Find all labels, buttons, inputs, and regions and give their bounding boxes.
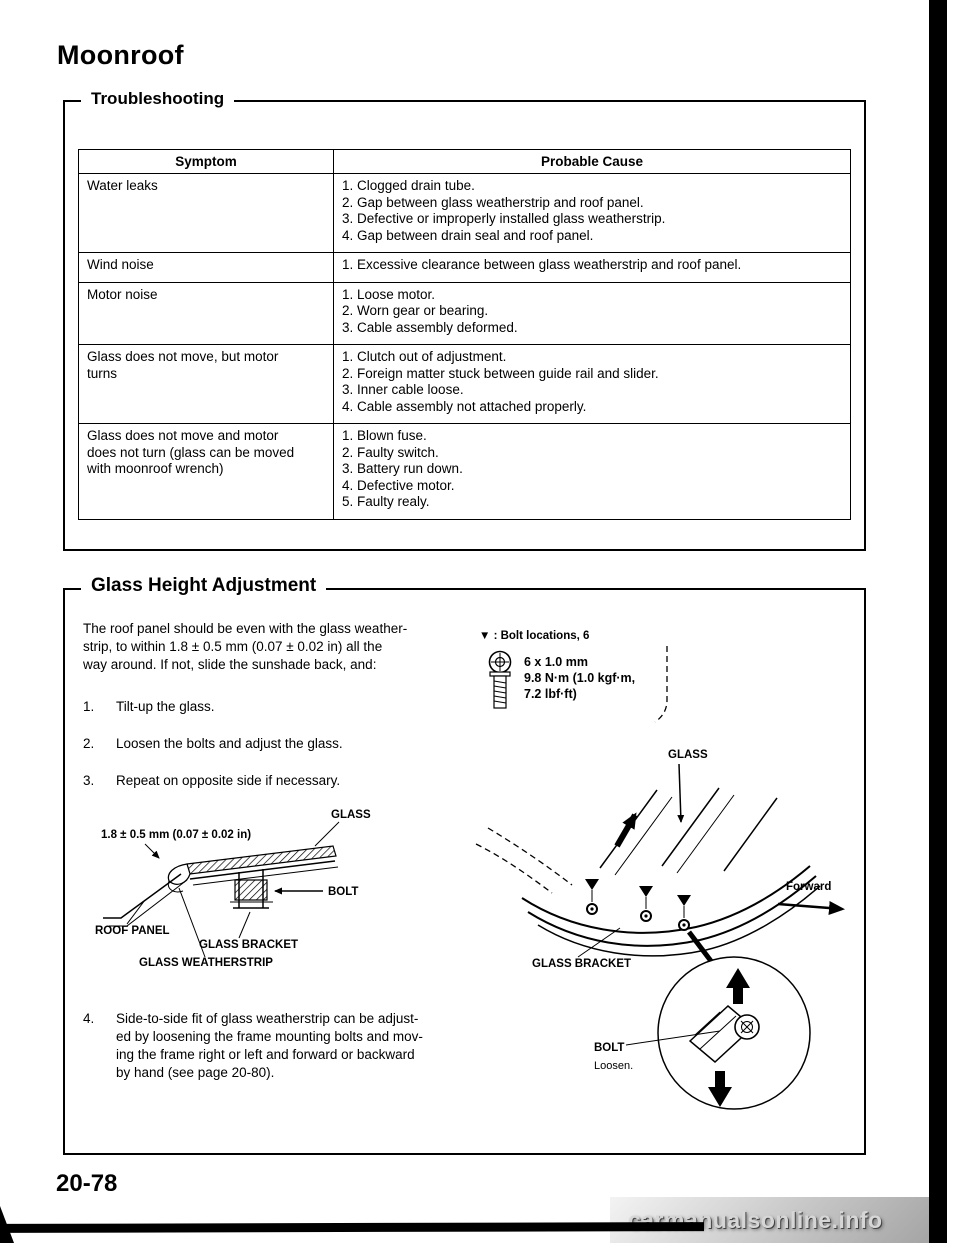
bolt-location-diagram: GLASS [475,749,845,1110]
step-text: Repeat on opposite side if necessary. [116,773,341,788]
rail-bolts [586,903,690,931]
watermark-band [610,1197,929,1243]
troubleshooting-section: Troubleshooting Symptom Probable Cause W… [63,89,866,551]
cause-cell: 1. Clutch out of adjustment. 2. Foreign … [333,344,851,424]
page-edge-bar [929,0,947,1243]
glass-label: GLASS [668,749,708,761]
roof-panel-label: ROOF PANEL [95,925,170,937]
bolt-leader-line [625,1030,721,1046]
table-row: Motor noise 1. Loose motor. 2. Worn gear… [78,281,851,345]
glass-bracket-label: GLASS BRACKET [199,939,298,951]
detail-inset [657,956,811,1110]
down-arrow-icon [708,1071,732,1107]
column-header-probable-cause: Probable Cause [333,149,851,174]
symptom-cell: Wind noise [78,252,334,283]
troubleshooting-heading: Troubleshooting [81,89,235,109]
bolt-label: BOLT [328,886,358,898]
loosen-label: Loosen. [594,1060,633,1072]
step-number: 4. [83,1011,95,1026]
bolt-locations-legend: ▼ : Bolt locations, 6 [479,630,590,642]
step-text: Loosen the bolts and adjust the glass. [116,736,343,751]
cause-cell: 1. Clogged drain tube. 2. Gap between gl… [333,173,851,253]
table-header-row: Symptom Probable Cause [78,149,851,174]
forward-label: Forward [786,881,831,893]
table-row: Glass does not move, but motor turns 1. … [78,344,851,424]
step-number: 3. [83,773,95,788]
tilt-direction-arrow [614,812,638,848]
glass-pointer-arrow [677,763,685,823]
dimension-arrow [144,843,160,859]
symptom-cell: Glass does not move and motor does not t… [78,423,334,520]
diagram-linework [103,821,340,958]
troubleshooting-table: Symptom Probable Cause Water leaks 1. Cl… [78,149,851,520]
page-number: 20-78 [56,1170,118,1197]
forward-arrow [777,901,845,915]
glass-height-heading: Glass Height Adjustment [81,575,327,597]
table-row: Glass does not move and motor does not t… [78,423,851,520]
step-item: 3. Repeat on opposite side if necessary. [83,772,457,790]
bolt-drawing [488,650,512,709]
height-dimension-label: 1.8 ± 0.5 mm (0.07 ± 0.02 in) [101,829,251,841]
bolt-spec-block: 6 x 1.0 mm 9.8 N·m (1.0 kgf·m, 7.2 lbf·f… [485,650,635,714]
symptom-cell: Glass does not move, but motor turns [78,344,334,424]
bottom-edge-bar [3,1222,705,1233]
bolt-torque-spec: 6 x 1.0 mm 9.8 N·m (1.0 kgf·m, 7.2 lbf·f… [524,655,636,701]
dashed-line [654,646,668,723]
up-arrow-icon [726,968,750,1004]
bolt-spec-dashed-bracket [654,646,668,723]
instructions-column: The roof panel should be even with the g… [83,620,457,809]
step-number: 2. [83,736,95,751]
roof-frame-linework [475,787,821,971]
table-row: Wind noise 1. Excessive clearance betwee… [78,252,851,283]
cause-cell: 1. Loose motor. 2. Worn gear or bearing.… [333,281,851,345]
glass-label: GLASS [331,809,371,821]
column-header-symptom: Symptom [78,149,334,174]
intro-text: The roof panel should be even with the g… [83,621,408,672]
step-text: Side-to-side fit of glass weatherstrip c… [116,1011,423,1080]
cause-cell: 1. Excessive clearance between glass wea… [333,252,851,283]
bolt-location-markers [585,879,691,918]
page-title: Moonroof [57,40,184,70]
cause-cell: 1. Blown fuse. 2. Faulty switch. 3. Batt… [333,423,851,520]
step-item: 1. Tilt-up the glass. [83,698,457,716]
step-item: 4. Side-to-side fit of glass weatherstri… [83,1010,465,1082]
symptom-cell: Motor noise [78,281,334,345]
symptom-cell: Water leaks [78,173,334,253]
step-text: Tilt-up the glass. [116,699,215,714]
bolt-icon [488,650,512,709]
table-row: Water leaks 1. Clogged drain tube. 2. Ga… [78,173,851,253]
step-number: 1. [83,699,95,714]
step-item: 2. Loosen the bolts and adjust the glass… [83,735,457,753]
bolt-label: BOLT [594,1042,624,1054]
glass-bracket-label: GLASS BRACKET [532,958,631,970]
glass-height-section: Glass Height Adjustment The roof panel s… [63,575,866,1155]
glass-height-cross-section-diagram: GLASS 1.8 ± 0.5 mm (0.07 ± 0.02 in) [95,809,371,969]
glass-weatherstrip-label: GLASS WEATHERSTRIP [139,957,273,969]
